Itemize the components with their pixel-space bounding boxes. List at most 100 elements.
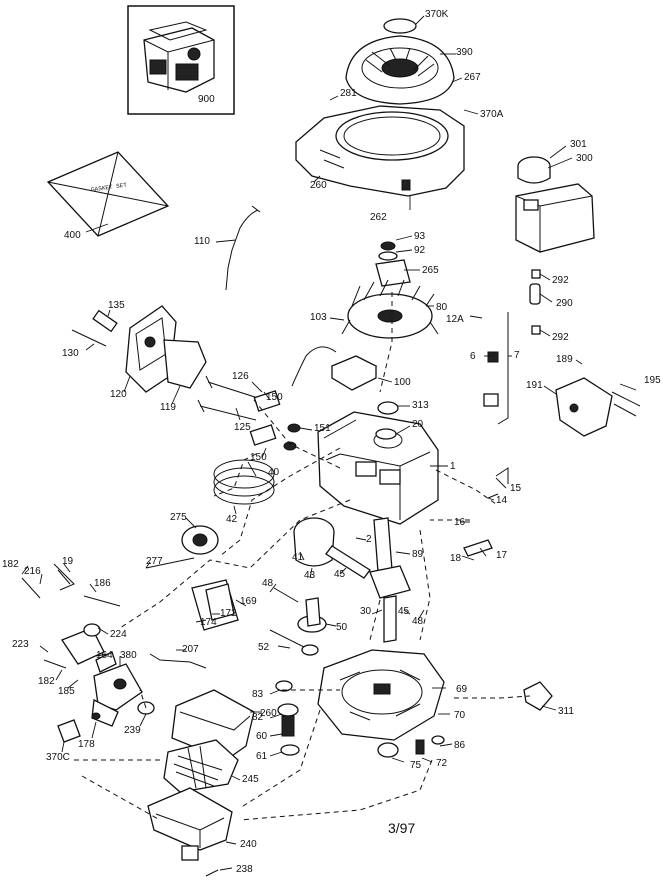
label-223: 223 — [12, 639, 29, 650]
fuel-clamp-upper — [531, 269, 541, 279]
label-14: 14 — [496, 495, 508, 506]
label-92: 92 — [414, 245, 426, 256]
breather-313 — [377, 401, 399, 415]
screw-182a — [21, 577, 41, 599]
piston-rings — [213, 459, 275, 505]
screw-277 — [145, 557, 195, 569]
label-370K: 370K — [425, 9, 449, 20]
ignition-module — [291, 346, 378, 391]
control-bracket — [555, 377, 641, 437]
label-370C: 370C — [46, 752, 70, 763]
label-75: 75 — [410, 760, 422, 771]
label-370A: 370A — [480, 109, 504, 120]
label-300: 300 — [576, 153, 593, 164]
label-45b: 45 — [398, 606, 410, 617]
label-390: 390 — [456, 47, 473, 58]
label-12A: 12A — [446, 314, 464, 325]
label-900: 900 — [198, 94, 215, 105]
label-150a: 150 — [266, 392, 283, 403]
label-400: 400 — [64, 230, 81, 241]
label-172: 172 — [220, 608, 237, 619]
breather-20 — [375, 428, 397, 440]
label-380: 380 — [120, 650, 137, 661]
label-40: 40 — [268, 467, 280, 478]
rewind-starter — [345, 35, 455, 105]
label-60: 60 — [256, 731, 268, 742]
label-207: 207 — [182, 644, 199, 655]
label-164: 164 — [96, 650, 113, 661]
fuel-shutoff — [483, 393, 499, 407]
label-130: 130 — [62, 348, 79, 359]
carburetor-assembly — [43, 623, 143, 727]
carburetor-gasket — [163, 339, 207, 389]
label-224: 224 — [110, 629, 127, 640]
date-code: 3/97 — [388, 820, 416, 836]
governor-link — [463, 539, 493, 557]
label-185: 185 — [58, 686, 75, 697]
label-277: 277 — [146, 556, 163, 567]
label-103: 103 — [310, 312, 327, 323]
label-178: 178 — [78, 739, 95, 750]
label-267: 267 — [464, 72, 481, 83]
label-86: 86 — [454, 740, 466, 751]
label-83: 83 — [252, 689, 264, 700]
label-313: 313 — [412, 400, 429, 411]
flywheel-fan — [375, 259, 411, 287]
fuel-tank — [515, 156, 595, 253]
label-48a: 48 — [262, 578, 274, 589]
label-151: 151 — [314, 423, 331, 434]
label-52: 52 — [258, 642, 270, 653]
label-16: 16 — [454, 517, 466, 528]
air-filter-element — [163, 739, 239, 793]
label-1: 1 — [450, 461, 456, 472]
washer-86 — [431, 735, 445, 745]
label-191: 191 — [526, 380, 543, 391]
label-19: 19 — [62, 556, 74, 567]
link-186 — [83, 595, 121, 607]
label-182a: 182 — [2, 559, 19, 570]
label-50: 50 — [336, 622, 348, 633]
gasket-set-envelope — [46, 151, 170, 237]
governor-spring-19 — [53, 563, 75, 591]
label-18: 18 — [450, 553, 462, 564]
crankshaft — [369, 517, 411, 643]
label-150b: 150 — [250, 452, 267, 463]
oil-fill-parts — [275, 680, 300, 756]
label-7: 7 — [514, 350, 520, 361]
label-125: 125 — [234, 422, 251, 433]
label-275: 275 — [170, 512, 187, 523]
fuel-fitting — [487, 351, 499, 363]
blower-housing — [295, 105, 465, 197]
label-290: 290 — [556, 298, 573, 309]
label-245: 245 — [242, 774, 259, 785]
engine-inset-illustration — [143, 21, 215, 93]
label-195: 195 — [644, 375, 661, 386]
label-82: 82 — [252, 712, 264, 723]
throttle-link-207 — [149, 653, 207, 669]
label-15: 15 — [510, 483, 522, 494]
label-17: 17 — [496, 550, 508, 561]
label-135: 135 — [108, 300, 125, 311]
label-20: 20 — [412, 419, 424, 430]
starter-cap — [383, 18, 417, 34]
screw-238 — [205, 869, 219, 877]
label-69: 69 — [456, 684, 468, 695]
label-260: 260 — [310, 180, 327, 191]
piston — [293, 517, 335, 567]
label-239: 239 — [124, 725, 141, 736]
governor-lever — [487, 467, 509, 499]
tappet-48 — [273, 587, 299, 603]
label-281: 281 — [340, 88, 357, 99]
drain-plug-72 — [415, 739, 425, 755]
label-126: 126 — [232, 371, 249, 382]
label-262: 262 — [370, 212, 387, 223]
connecting-rod — [325, 545, 371, 579]
label-93: 93 — [414, 231, 426, 242]
label-48b: 48 — [412, 616, 424, 627]
label-41: 41 — [292, 552, 304, 563]
label-260b: 260 — [260, 708, 277, 719]
label-265: 265 — [422, 265, 439, 276]
label-100: 100 — [394, 377, 411, 388]
